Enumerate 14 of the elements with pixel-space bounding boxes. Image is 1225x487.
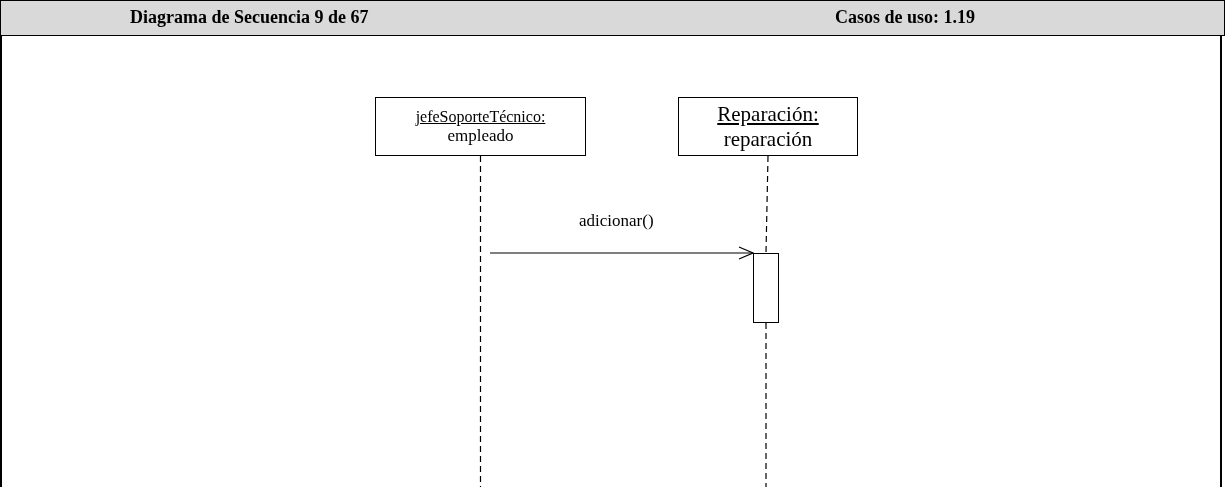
lifeline <box>765 322 767 487</box>
use-case-label: Casos de uso: 1.19 <box>835 7 976 28</box>
class-name: reparación <box>723 126 813 151</box>
lifeline <box>479 155 482 487</box>
object-name: Reparación: <box>717 102 819 127</box>
object-box <box>678 97 858 156</box>
class-name: empleado <box>447 125 514 146</box>
lifeline <box>765 155 769 254</box>
activation-bar <box>753 253 779 323</box>
object-name: jefeSoporteTécnico: <box>415 107 546 126</box>
message-arrow <box>489 246 754 260</box>
message-label: adicionar() <box>579 211 654 231</box>
header-title: Diagrama de Secuencia 9 de 67 <box>130 7 369 28</box>
object-box <box>375 97 586 156</box>
